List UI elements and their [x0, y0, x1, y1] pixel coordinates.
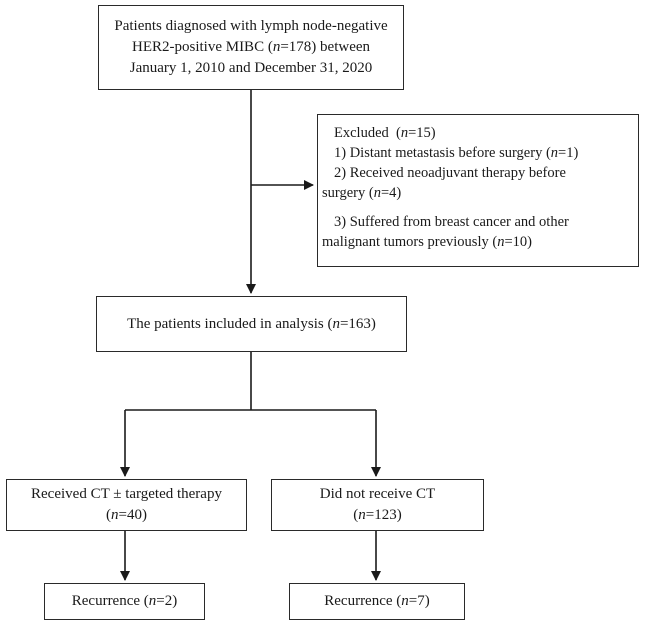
- diagnosed-line-2: HER2-positive MIBC (n=178) between: [131, 39, 371, 55]
- excluded-item-3-cont: malignant tumors previously (n=10): [322, 234, 532, 250]
- recurrence-left-box: Recurrence (n=2): [44, 583, 205, 620]
- excluded-item-1: 1) Distant metastasis before surgery (n=…: [334, 145, 579, 161]
- excluded-box: Excluded (n=15) 1) Distant metastasis be…: [317, 114, 639, 267]
- analysis-box: The patients included in analysis (n=163…: [96, 296, 407, 352]
- recurrence-left-text: Recurrence (n=2): [71, 593, 178, 609]
- diagnosed-patients-box: Patients diagnosed with lymph node-negat…: [98, 5, 404, 90]
- received-ct-line-2: (n=40): [106, 507, 147, 523]
- diagnosed-line-1: Patients diagnosed with lymph node-negat…: [114, 18, 388, 34]
- received-ct-line-1: Received CT ± targeted therapy: [31, 486, 222, 502]
- recurrence-right-text: Recurrence (n=7): [324, 593, 430, 609]
- no-ct-line-2: (n=123): [353, 507, 402, 523]
- recurrence-right-box: Recurrence (n=7): [289, 583, 465, 620]
- excluded-item-2-cont: surgery (n=4): [322, 185, 402, 201]
- diagnosed-line-3: January 1, 2010 and December 31, 2020: [129, 60, 373, 76]
- excluded-item-2: 2) Received neoadjuvant therapy before: [334, 165, 566, 181]
- excluded-item-3: 3) Suffered from breast cancer and other: [334, 214, 569, 230]
- no-ct-box: Did not receive CT (n=123): [271, 479, 484, 531]
- excluded-heading: Excluded (n=15): [334, 125, 436, 141]
- no-ct-line-1: Did not receive CT: [319, 486, 436, 502]
- received-ct-box: Received CT ± targeted therapy (n=40): [6, 479, 247, 531]
- analysis-text: The patients included in analysis (n=163…: [127, 315, 376, 332]
